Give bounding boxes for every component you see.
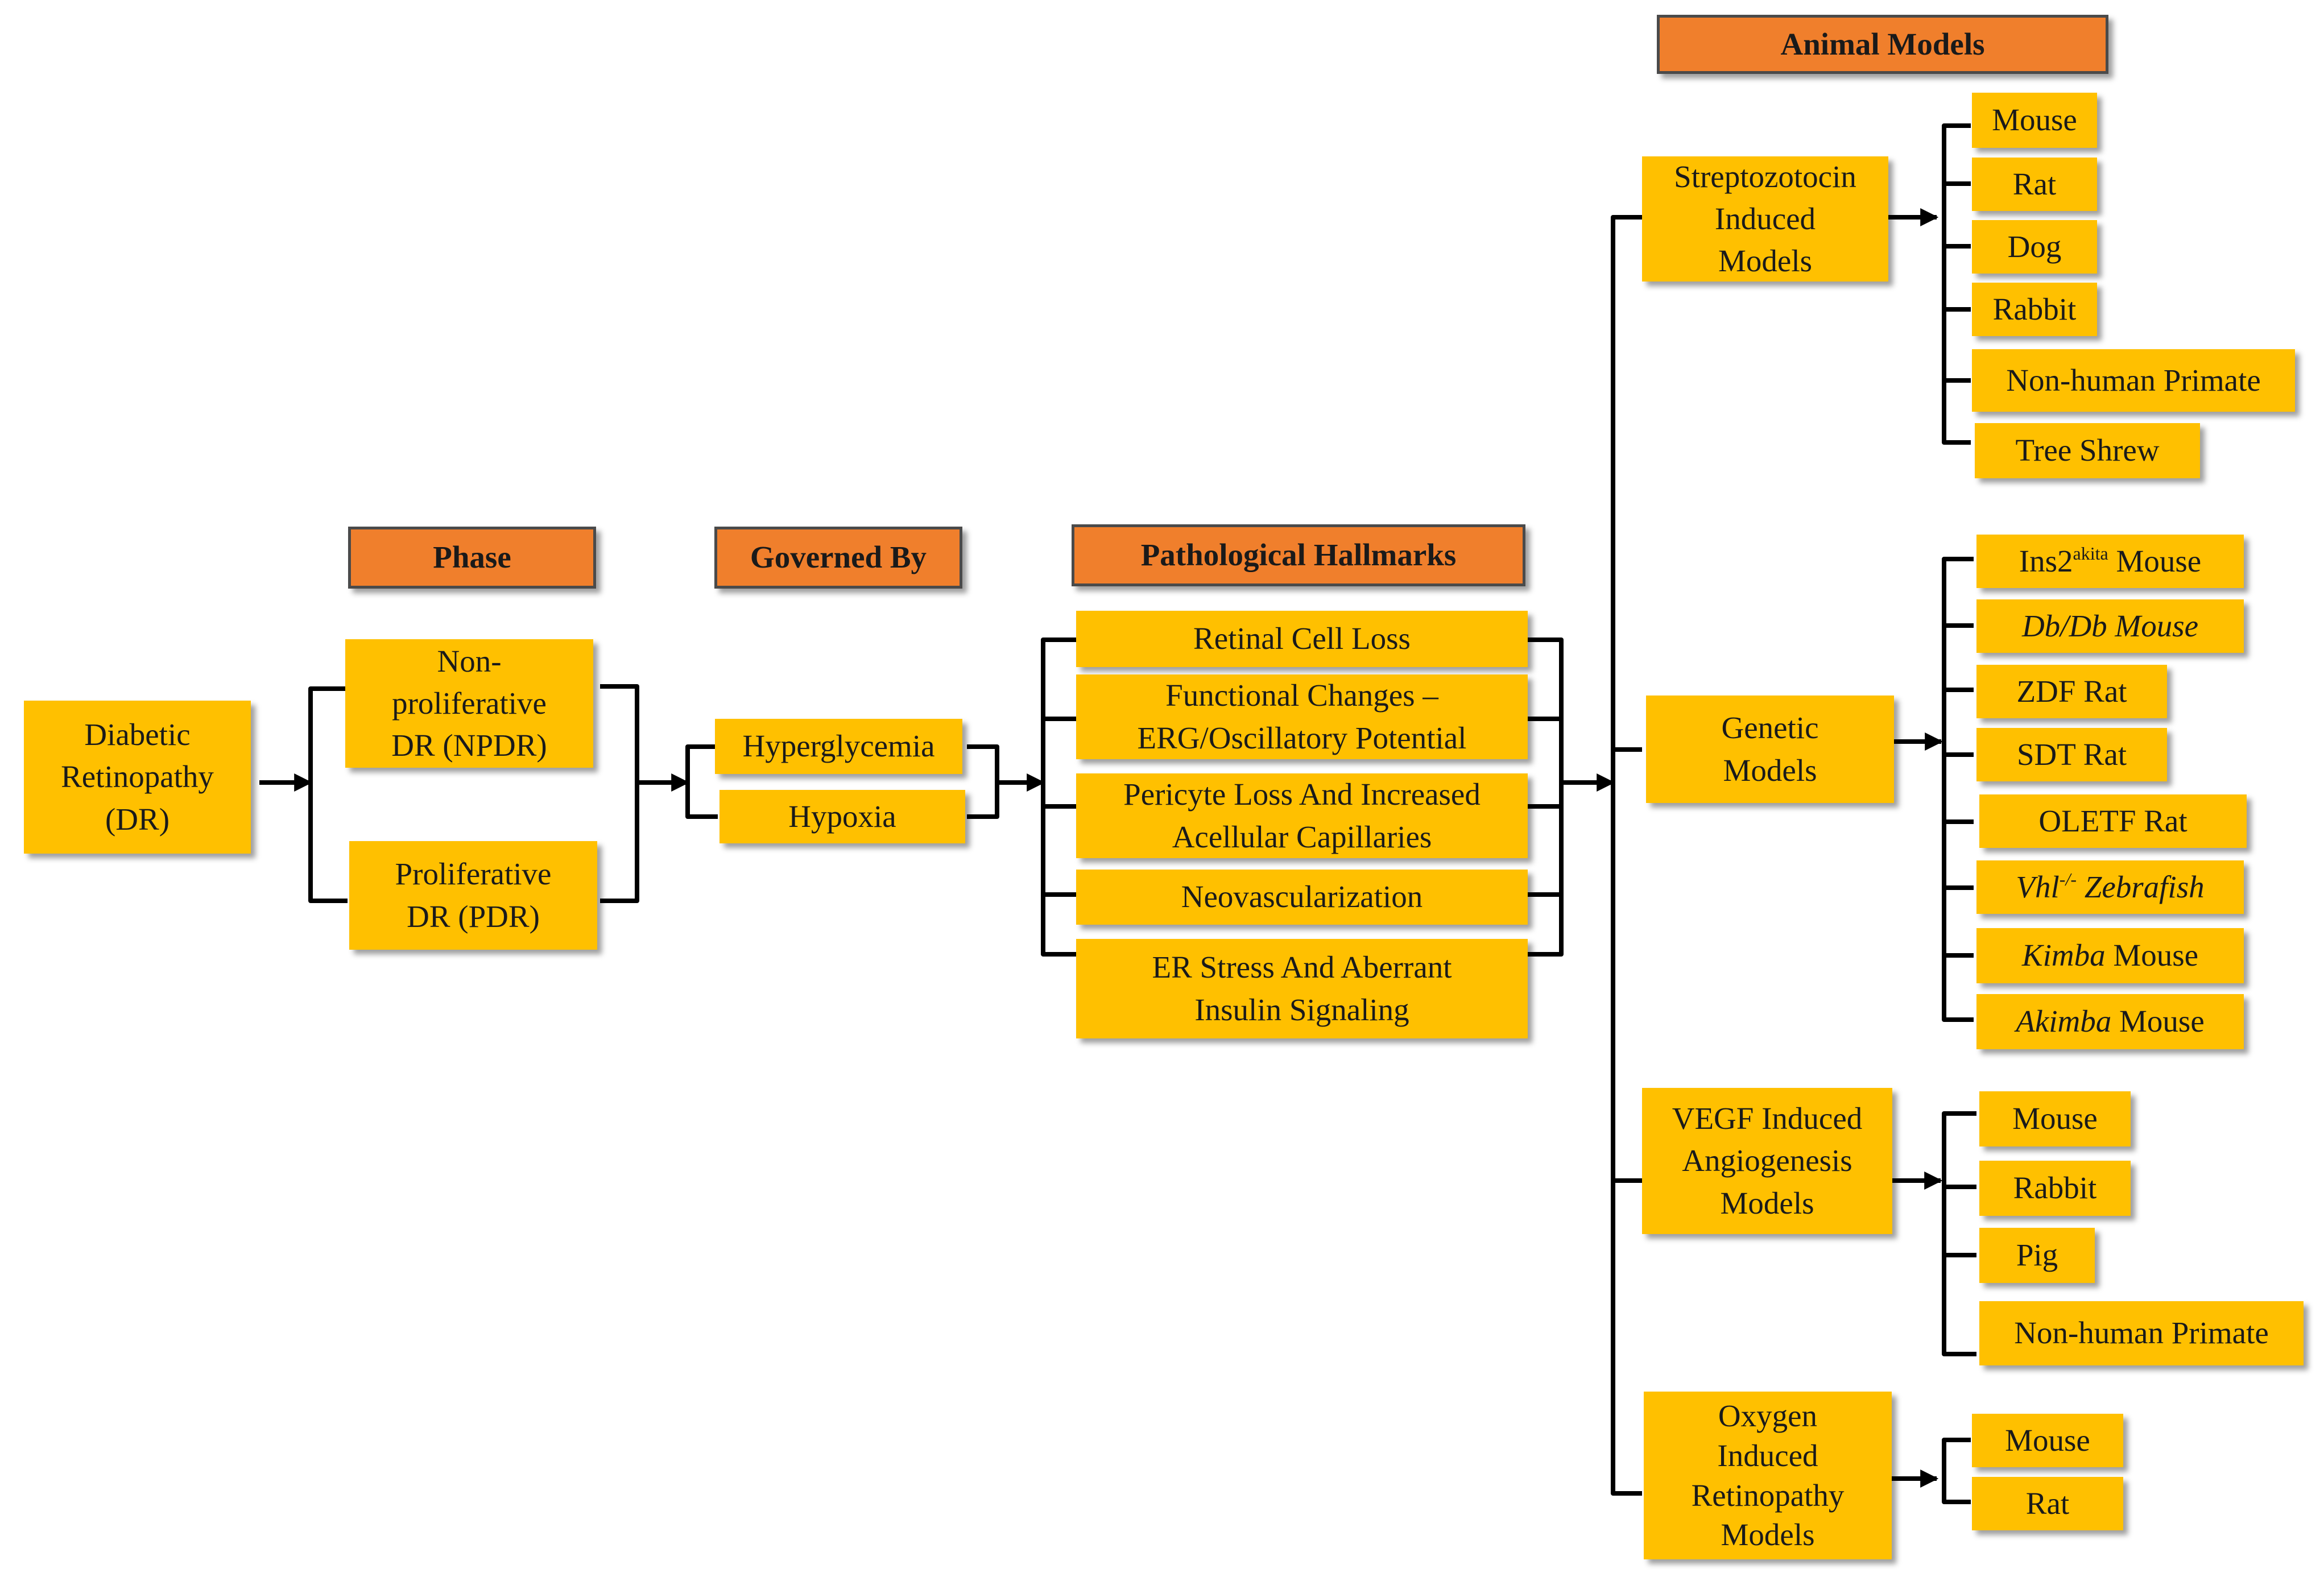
node-npdr-line3: DR (NPDR) xyxy=(391,728,547,763)
node-vegf-models: VEGF Induced Angiogenesis Models xyxy=(1642,1088,1892,1234)
node-oletf-rat: OLETF Rat xyxy=(1979,794,2247,848)
node-stz-nhp: Non-human Primate xyxy=(1972,349,2295,412)
node-neovascularization-label: Neovascularization xyxy=(1181,879,1423,914)
node-stz-nhp-label: Non-human Primate xyxy=(2006,362,2261,398)
node-zdf-rat: ZDF Rat xyxy=(1976,665,2167,718)
node-retinal-cell-loss: Retinal Cell Loss xyxy=(1076,611,1528,667)
node-vhl-zebrafish: Vhl-/- Zebrafish xyxy=(1976,860,2244,914)
header-animal-models: Animal Models xyxy=(1657,15,2108,74)
node-functional-changes: Functional Changes – ERG/Oscillatory Pot… xyxy=(1076,674,1528,759)
node-stz-tree-shrew: Tree Shrew xyxy=(1975,423,2200,478)
node-diabetic-retinopathy-line2: Retinopathy xyxy=(61,759,214,794)
node-genetic-models: Genetic Models xyxy=(1646,696,1894,803)
node-zdf-rat-label: ZDF Rat xyxy=(2016,673,2127,709)
header-pathological-hallmarks-label: Pathological Hallmarks xyxy=(1140,537,1457,573)
node-retinal-cell-loss-label: Retinal Cell Loss xyxy=(1193,621,1411,656)
node-stz-mouse: Mouse xyxy=(1972,93,2097,148)
node-pdr-line1: Proliferative xyxy=(395,856,552,892)
node-oir-models-line3: Retinopathy xyxy=(1691,1477,1845,1513)
node-stz-dog-label: Dog xyxy=(2007,229,2062,264)
node-sdt-rat-label: SDT Rat xyxy=(2016,736,2127,772)
node-vegf-pig-label: Pig xyxy=(2016,1237,2058,1273)
node-er-stress-line1: ER Stress And Aberrant xyxy=(1152,950,1452,985)
header-governed-by: Governed By xyxy=(714,527,962,589)
node-stz-tree-shrew-label: Tree Shrew xyxy=(2015,433,2160,468)
node-akimba-mouse: Akimba Mouse xyxy=(1976,994,2244,1049)
node-stz-rat-label: Rat xyxy=(2012,166,2057,201)
header-phase: Phase xyxy=(348,527,596,589)
node-vegf-nhp-label: Non-human Primate xyxy=(2014,1315,2269,1351)
node-oir-models-line2: Induced xyxy=(1717,1438,1818,1473)
node-diabetic-retinopathy: Diabetic Retinopathy (DR) xyxy=(24,701,251,854)
node-er-stress: ER Stress And Aberrant Insulin Signaling xyxy=(1076,939,1528,1038)
node-oir-rat: Rat xyxy=(1972,1477,2123,1530)
node-hypoxia-label: Hypoxia xyxy=(788,798,896,834)
node-sdt-rat: SDT Rat xyxy=(1976,728,2167,781)
node-functional-changes-line2: ERG/Oscillatory Potential xyxy=(1137,720,1467,755)
node-hyperglycemia: Hyperglycemia xyxy=(715,719,962,774)
node-pericyte-loss-line1: Pericyte Loss And Increased xyxy=(1123,777,1481,812)
node-vegf-models-line2: Angiogenesis xyxy=(1682,1143,1852,1178)
node-hypoxia: Hypoxia xyxy=(719,790,965,843)
node-vegf-models-line3: Models xyxy=(1720,1185,1814,1220)
node-diabetic-retinopathy-line1: Diabetic xyxy=(84,717,191,752)
node-oletf-rat-label: OLETF Rat xyxy=(2038,803,2187,838)
node-oir-models: Oxygen Induced Retinopathy Models xyxy=(1644,1392,1892,1559)
node-stz-rabbit: Rabbit xyxy=(1972,283,2097,336)
node-vegf-mouse: Mouse xyxy=(1979,1091,2131,1146)
node-oir-mouse-label: Mouse xyxy=(2005,1422,2090,1458)
node-npdr: Non- proliferative DR (NPDR) xyxy=(345,639,593,768)
node-oir-rat-label: Rat xyxy=(2025,1485,2070,1521)
node-er-stress-line2: Insulin Signaling xyxy=(1194,992,1409,1027)
node-pericyte-loss: Pericyte Loss And Increased Acellular Ca… xyxy=(1076,773,1528,858)
node-oir-mouse: Mouse xyxy=(1972,1414,2123,1467)
node-vegf-models-line1: VEGF Induced xyxy=(1672,1101,1863,1136)
header-governed-by-label: Governed By xyxy=(750,540,927,575)
node-pdr: Proliferative DR (PDR) xyxy=(349,841,597,950)
node-vegf-rabbit: Rabbit xyxy=(1979,1161,2131,1216)
node-vegf-mouse-label: Mouse xyxy=(2012,1101,2098,1136)
node-npdr-line2: proliferative xyxy=(392,685,547,721)
node-stz-models-line3: Models xyxy=(1718,243,1812,279)
node-kimba-mouse-label: Kimba Mouse xyxy=(2021,938,2199,973)
node-stz-dog: Dog xyxy=(1972,220,2097,274)
node-neovascularization: Neovascularization xyxy=(1076,870,1528,925)
node-ins2-akita-mouse-label: Ins2akita Mouse xyxy=(2019,543,2202,578)
node-kimba-mouse: Kimba Mouse xyxy=(1976,928,2244,983)
node-stz-models-line2: Induced xyxy=(1714,201,1816,236)
node-genetic-models-line1: Genetic xyxy=(1721,710,1819,746)
node-vhl-zebrafish-label: Vhl-/- Zebrafish xyxy=(2016,868,2205,904)
node-akimba-mouse-label: Akimba Mouse xyxy=(2016,1004,2205,1039)
header-phase-label: Phase xyxy=(433,540,511,575)
node-vegf-pig: Pig xyxy=(1979,1228,2095,1283)
node-vegf-rabbit-label: Rabbit xyxy=(2013,1170,2097,1206)
node-stz-rabbit-label: Rabbit xyxy=(1992,291,2077,326)
node-pericyte-loss-line2: Acellular Capillaries xyxy=(1172,819,1432,854)
node-npdr-line1: Non- xyxy=(437,643,502,678)
node-stz-rat: Rat xyxy=(1972,158,2097,211)
node-functional-changes-line1: Functional Changes – xyxy=(1165,678,1438,713)
node-stz-models: Streptozotocin Induced Models xyxy=(1642,156,1888,282)
node-dbdb-mouse: Db/Db Mouse xyxy=(1976,599,2244,653)
node-stz-mouse-label: Mouse xyxy=(1992,102,2077,138)
node-oir-models-line1: Oxygen xyxy=(1718,1398,1818,1433)
node-genetic-models-line2: Models xyxy=(1723,752,1817,788)
node-hyperglycemia-label: Hyperglycemia xyxy=(742,728,935,764)
node-vegf-nhp: Non-human Primate xyxy=(1979,1301,2304,1365)
node-dbdb-mouse-label: Db/Db Mouse xyxy=(2021,608,2199,643)
header-pathological-hallmarks: Pathological Hallmarks xyxy=(1072,524,1525,586)
node-diabetic-retinopathy-line3: (DR) xyxy=(105,801,170,837)
node-oir-models-line4: Models xyxy=(1721,1517,1815,1553)
node-ins2-akita-mouse: Ins2akita Mouse xyxy=(1976,535,2244,588)
header-animal-models-label: Animal Models xyxy=(1780,26,1985,61)
node-pdr-line2: DR (PDR) xyxy=(407,899,540,934)
node-stz-models-line1: Streptozotocin xyxy=(1674,159,1856,194)
